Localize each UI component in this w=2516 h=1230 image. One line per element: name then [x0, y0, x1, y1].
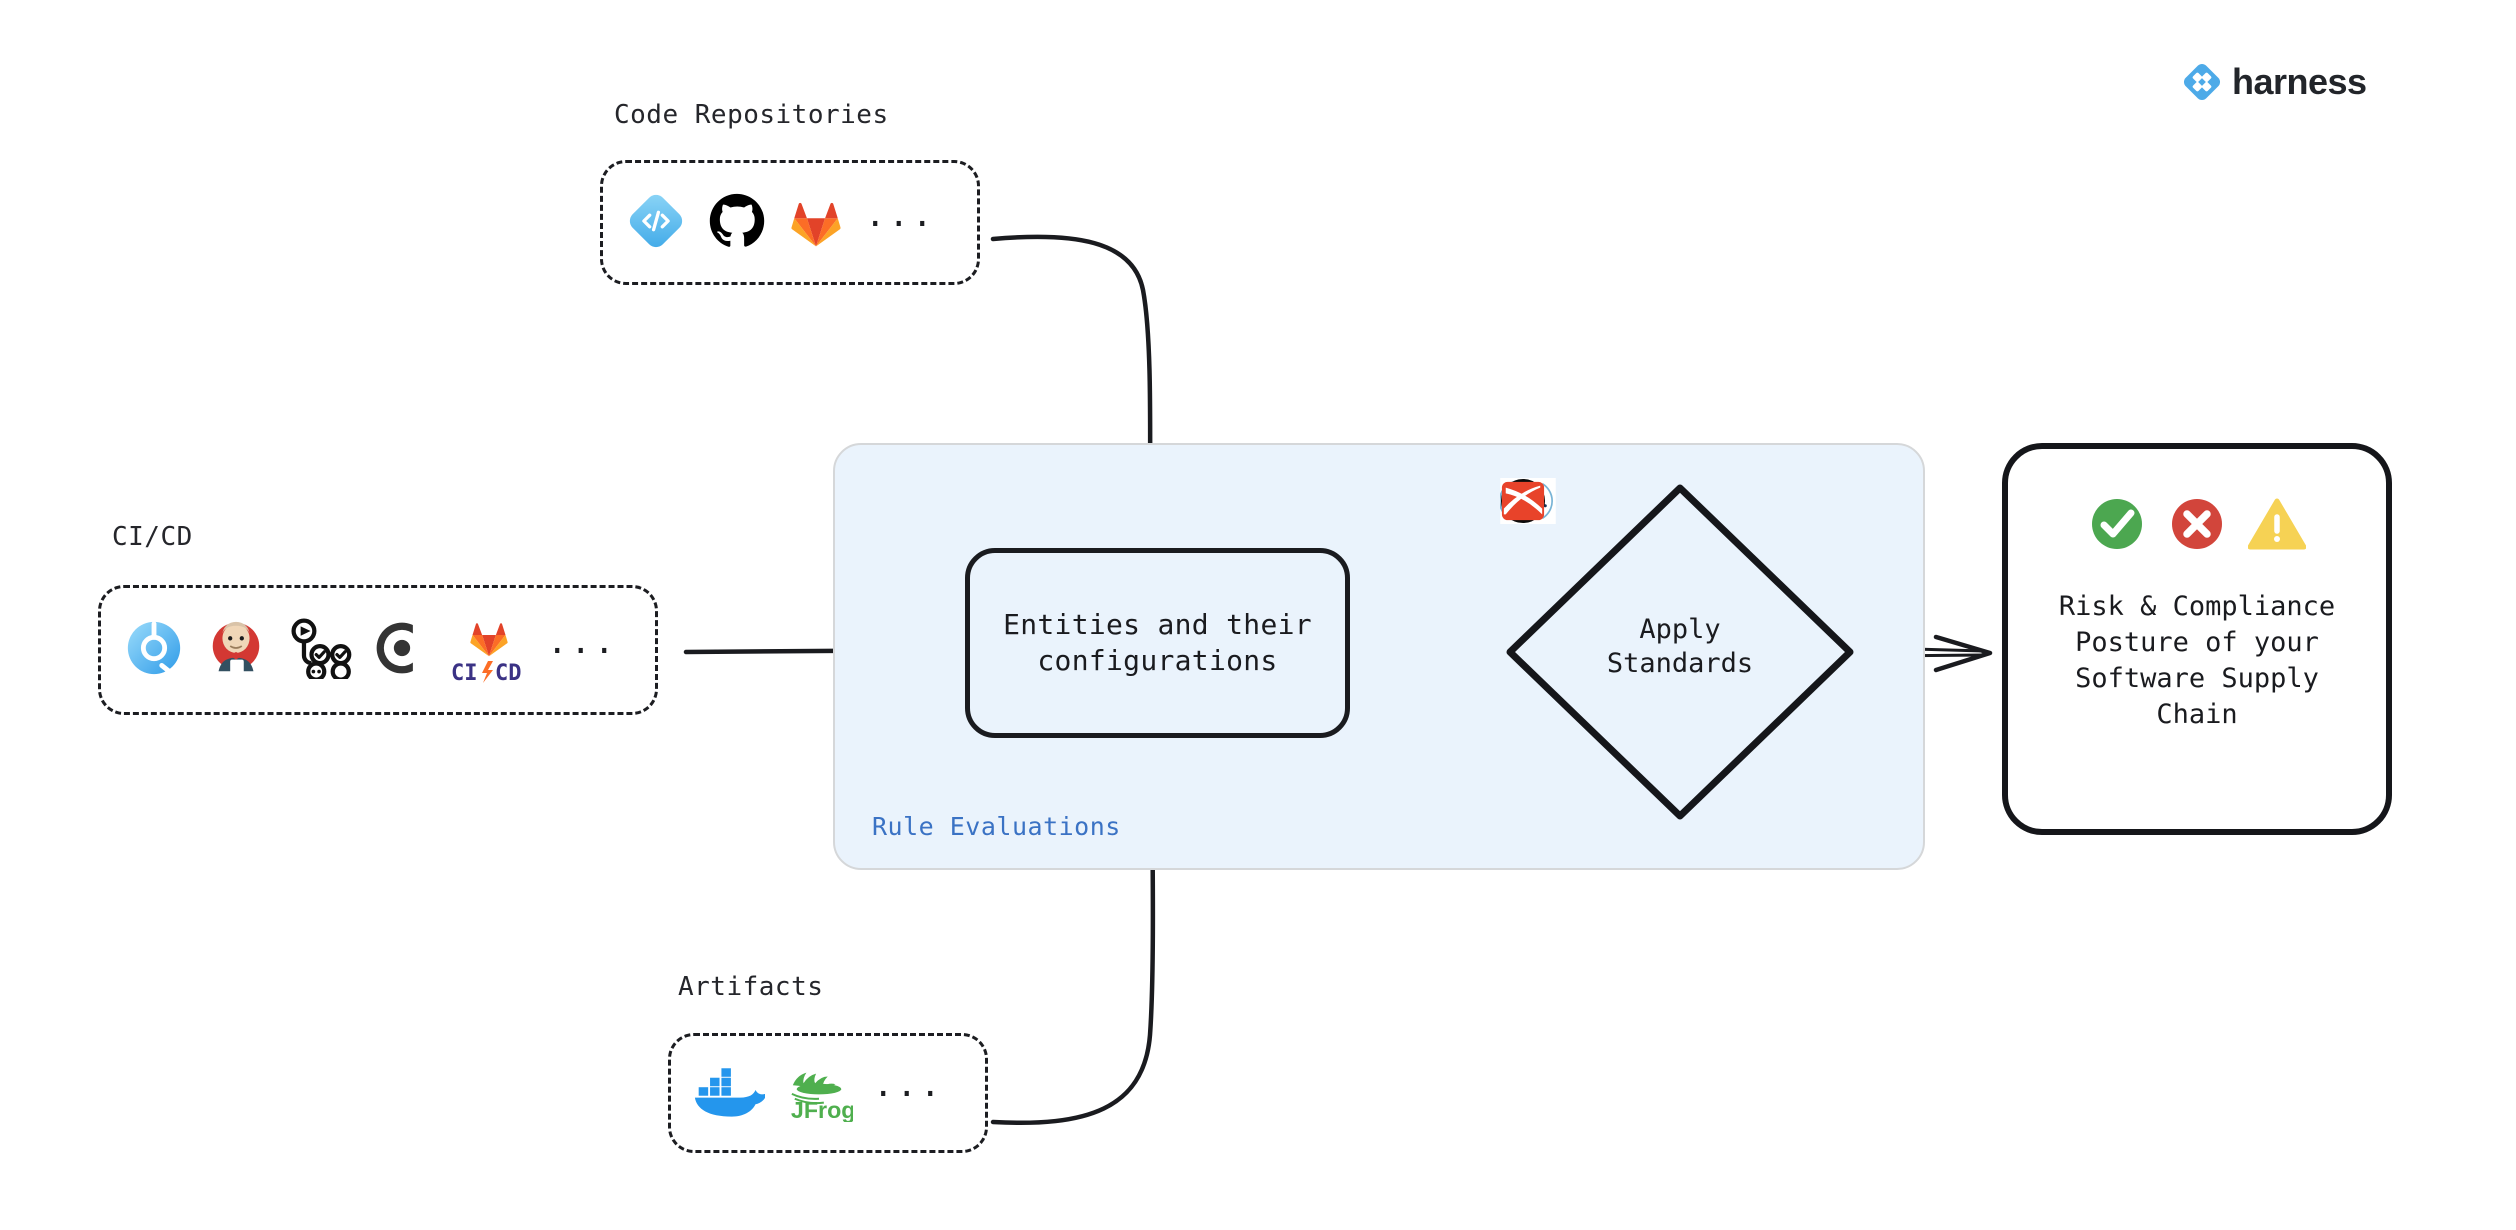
harness-logo: harness	[2182, 62, 2367, 102]
harness-code-icon[interactable]	[625, 190, 687, 256]
entities-node-label: Entities and their configurations	[1003, 608, 1312, 677]
harness-wordmark: harness	[2232, 61, 2367, 102]
outcome-status-icons	[2088, 495, 2307, 557]
gitlab-cicd-icon[interactable]: CI CD	[451, 615, 527, 685]
group-label-code-repositories: Code Repositories	[614, 100, 889, 130]
apply-standards-content: Apply Standards CIS	[1500, 478, 1860, 826]
artifacts-more: ...	[873, 1065, 944, 1106]
group-label-ci-cd: CI/CD	[112, 522, 193, 552]
source-box-artifacts: JFrog ...	[668, 1033, 988, 1153]
jenkins-icon[interactable]	[205, 617, 267, 683]
docker-icon[interactable]	[693, 1061, 767, 1125]
harness-diamond-logo-icon	[2182, 62, 2222, 102]
rule-evaluations-panel	[833, 443, 1925, 870]
github-actions-icon[interactable]	[287, 617, 353, 683]
svg-text:JFrog: JFrog	[791, 1097, 853, 1122]
outcome-node[interactable]: Risk & Compliance Posture of your Softwa…	[2002, 443, 2392, 835]
circleci-icon[interactable]	[373, 619, 431, 681]
gitlab-icon[interactable]	[787, 192, 845, 254]
jfrog-icon[interactable]: JFrog	[785, 1060, 856, 1126]
svg-text:CI: CI	[451, 661, 478, 685]
entities-node[interactable]: Entities and their configurations	[965, 548, 1350, 738]
check-circle-icon	[2088, 495, 2146, 557]
group-label-artifacts: Artifacts	[678, 972, 824, 1002]
apply-standards-label: Apply Standards	[1606, 614, 1754, 679]
source-box-code-repositories: ...	[600, 160, 980, 285]
rule-evaluations-label: Rule Evaluations	[872, 812, 1121, 841]
harness-ci-icon[interactable]	[123, 617, 185, 683]
ci-cd-more: ...	[547, 622, 618, 663]
diamond-shape	[1506, 484, 1854, 820]
outcome-node-label: Risk & Compliance Posture of your Softwa…	[2058, 591, 2336, 730]
error-circle-icon	[2168, 495, 2226, 557]
github-icon[interactable]	[707, 191, 767, 255]
source-box-ci-cd: CI CD ...	[98, 585, 658, 715]
warning-triangle-icon	[2247, 497, 2307, 555]
svg-text:CD: CD	[495, 661, 522, 685]
apply-standards-node[interactable]: Apply Standards CIS	[1500, 478, 1860, 826]
code-repositories-more: ...	[865, 194, 936, 235]
